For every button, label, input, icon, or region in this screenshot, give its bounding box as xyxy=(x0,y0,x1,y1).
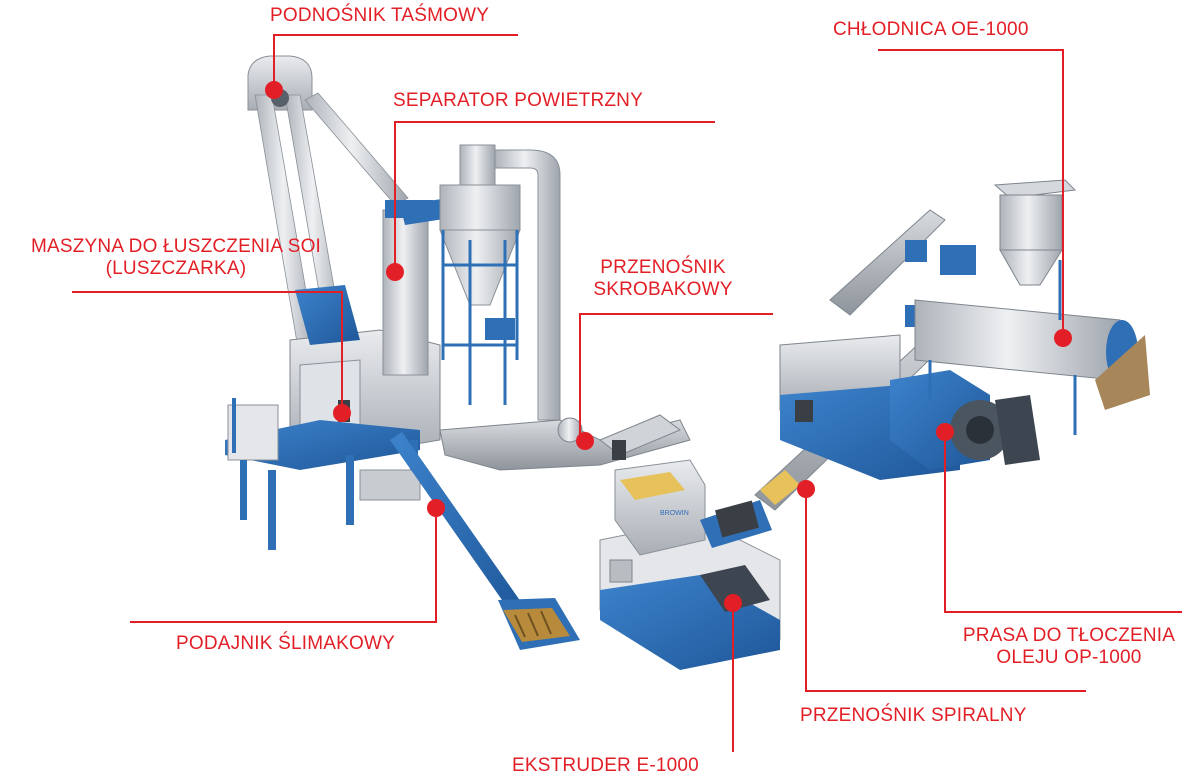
label-przenosnik-skr-line1: PRZENOŚNIK xyxy=(600,257,726,278)
dot-podnosnik xyxy=(265,81,283,99)
callout-lines xyxy=(72,34,1182,752)
oil-press xyxy=(779,334,1040,480)
dot-podajnik xyxy=(427,499,445,517)
dot-ekstruder xyxy=(724,594,742,612)
extruder: BROWIN xyxy=(599,459,781,670)
dot-przenosnik-skr xyxy=(576,432,594,450)
callout-maszyna xyxy=(72,291,343,413)
label-maszyna-line1: MASZYNA DO ŁUSZCZENIA SOI xyxy=(30,236,322,257)
callout-dots xyxy=(265,81,1072,612)
label-podnosnik: PODNOŚNIK TAŚMOWY xyxy=(270,5,490,26)
dot-prasa xyxy=(936,423,954,441)
label-maszyna: MASZYNA DO ŁUSZCZENIA SOI (LUSZCZARKA) xyxy=(0,236,352,280)
label-podajnik: PODAJNIK ŚLIMAKOWY xyxy=(176,633,395,654)
label-chlodnica: CHŁODNICA OE-1000 xyxy=(833,19,1029,40)
callout-podnosnik xyxy=(273,34,518,90)
label-separator: SEPARATOR POWIETRZNY xyxy=(393,90,643,111)
cooler xyxy=(829,179,1150,435)
dot-maszyna xyxy=(333,404,351,422)
label-przenosnik-skrobakowy: PRZENOŚNIK SKROBAKOWY xyxy=(573,257,753,301)
label-prasa: PRASA DO TŁOCZENIA OLEJU OP-1000 xyxy=(940,625,1198,669)
callout-przenosnik-spir xyxy=(805,489,1086,692)
label-prasa-line1: PRASA DO TŁOCZENIA xyxy=(962,625,1176,646)
dot-przenosnik-spir xyxy=(797,480,815,498)
callout-przenosnik-skr xyxy=(579,313,773,441)
label-prasa-line2: OLEJU OP-1000 xyxy=(996,647,1142,668)
callout-chlodnica xyxy=(878,49,1064,338)
dot-chlodnica xyxy=(1054,329,1072,347)
callout-prasa xyxy=(944,432,1182,613)
dot-separator xyxy=(386,263,404,281)
screw-feeder xyxy=(390,432,580,650)
label-przenosnik-skr-line2: SKROBAKOWY xyxy=(593,279,733,300)
callout-podajnik xyxy=(130,508,437,623)
label-ekstruder: EKSTRUDER E-1000 xyxy=(512,755,699,776)
browin-logo: BROWIN xyxy=(660,510,689,517)
callout-separator xyxy=(394,121,715,272)
label-maszyna-line2: (LUSZCZARKA) xyxy=(105,258,247,279)
air-separator xyxy=(382,144,561,421)
scraper-conveyor xyxy=(439,414,691,471)
label-przenosnik-spiralny: PRZENOŚNIK SPIRALNY xyxy=(800,705,1027,726)
